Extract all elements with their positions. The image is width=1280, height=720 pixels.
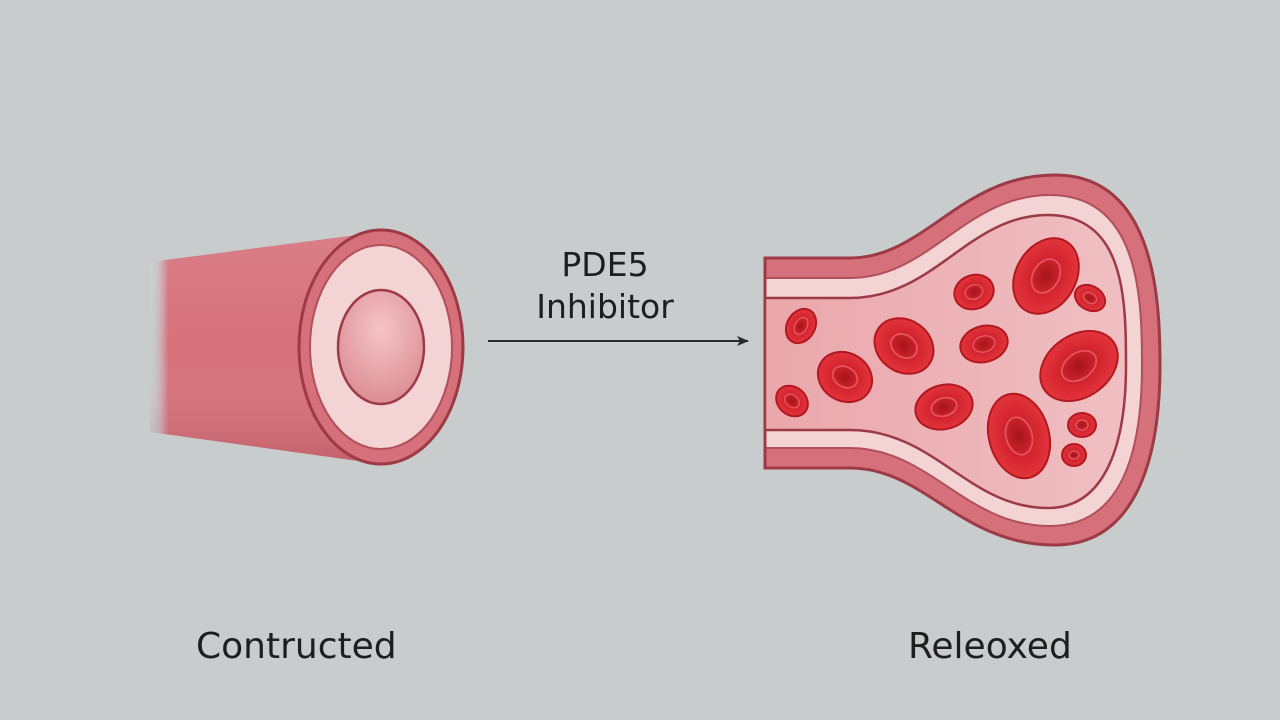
arrow-label-line1: PDE5 [561, 245, 649, 284]
red-blood-cell [953, 273, 995, 311]
relaxed-label: Releoxed [908, 626, 1072, 667]
red-blood-cell [784, 307, 818, 345]
constricted-vessel [150, 228, 465, 466]
constricted-vessel-lumen [336, 288, 426, 406]
red-blood-cell [1061, 443, 1087, 467]
red-blood-cell [775, 384, 809, 418]
red-blood-cell [873, 317, 935, 375]
red-blood-cell [914, 383, 974, 431]
constricted-label: Contructed [196, 626, 397, 667]
red-blood-cells [775, 237, 1119, 480]
red-blood-cell [1067, 412, 1097, 438]
arrow-label: PDE5 Inhibitor [520, 244, 690, 328]
red-blood-cell [816, 350, 874, 404]
arrow-label-line2: Inhibitor [536, 287, 674, 326]
red-blood-cell [1012, 237, 1080, 315]
red-blood-cell [1039, 329, 1119, 403]
red-blood-cell [986, 392, 1052, 480]
dilated-vessel [763, 173, 1162, 547]
red-blood-cell [1073, 283, 1107, 313]
red-blood-cell [959, 324, 1009, 364]
